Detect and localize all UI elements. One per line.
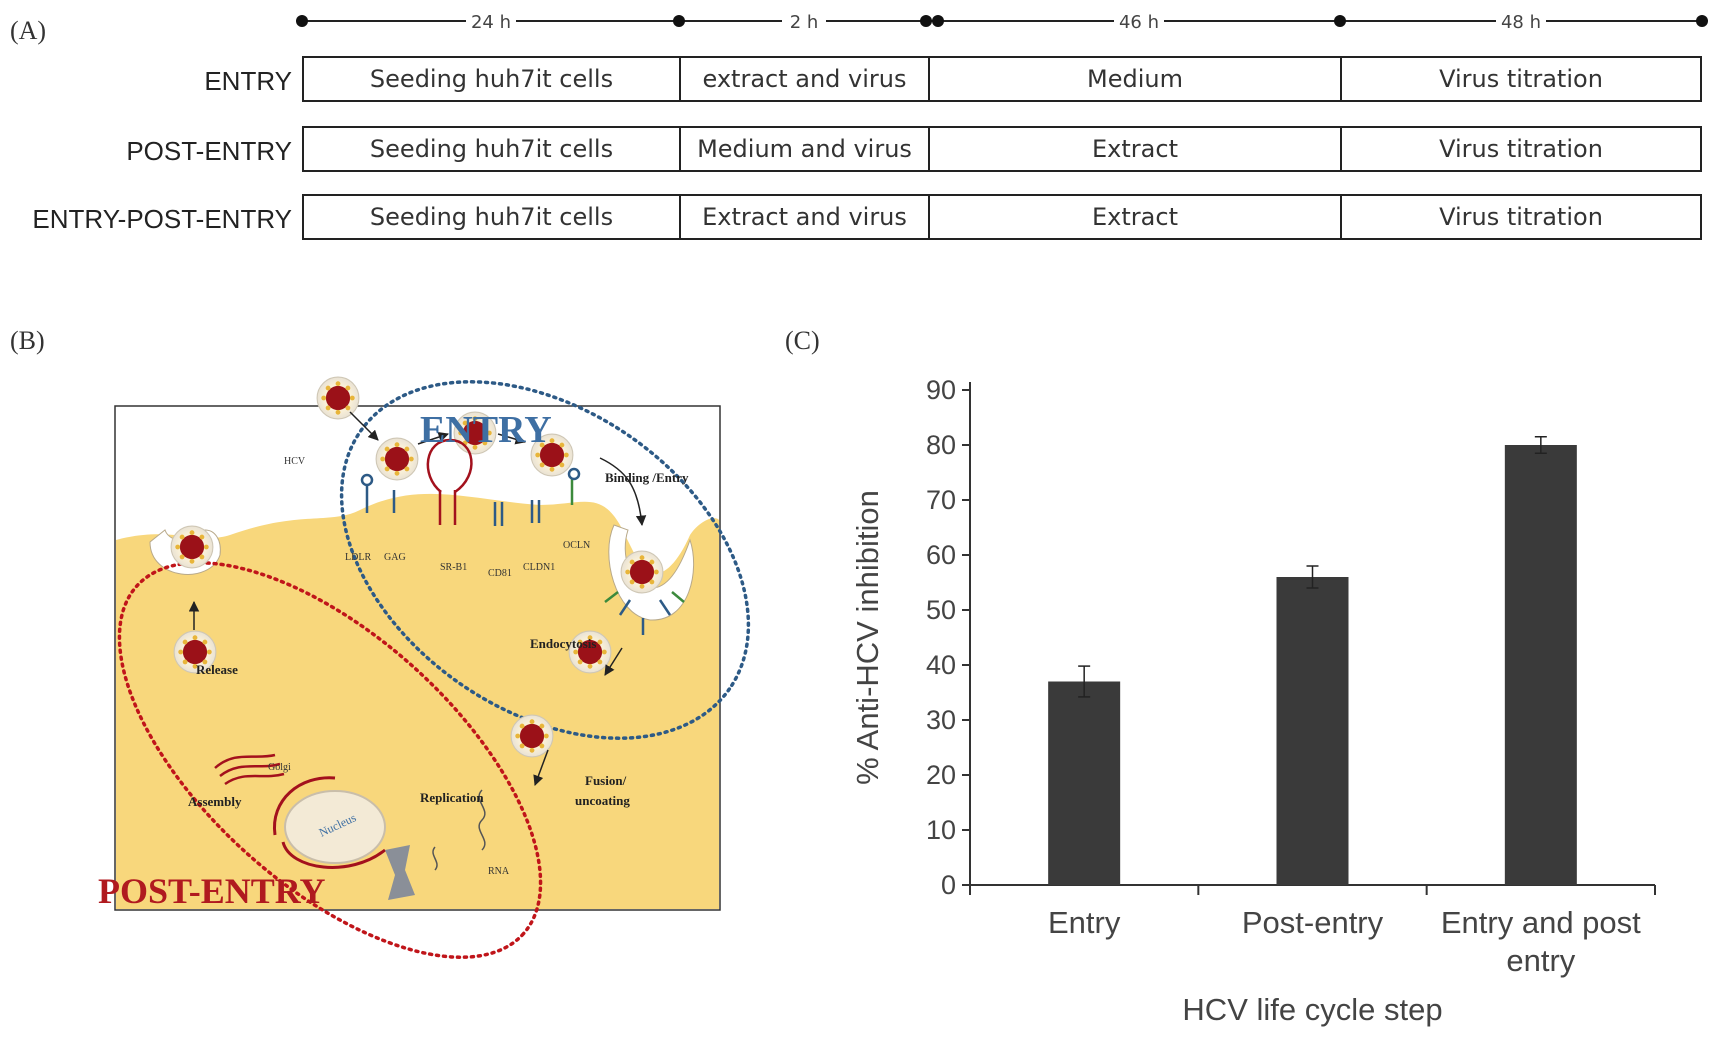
duration-label: 46 h	[1119, 12, 1159, 33]
timeline-point	[932, 15, 944, 27]
label-rna: RNA	[488, 866, 510, 877]
timeline-point	[1696, 15, 1708, 27]
timeline-point	[296, 15, 308, 27]
step-cell: Extract	[930, 196, 1342, 238]
y-tick-label: 10	[926, 815, 956, 845]
y-tick-label: 40	[926, 650, 956, 680]
duration-label: 24 h	[471, 12, 511, 33]
entry-region-outline	[339, 380, 751, 740]
bar	[1048, 681, 1121, 885]
virus-particle	[510, 714, 554, 758]
post-entry-title: POST-ENTRY	[98, 871, 326, 911]
step-cell: Extract and virus	[681, 196, 930, 238]
step-cell: extract and virus	[681, 58, 930, 100]
step-cell: Virus titration	[1439, 65, 1603, 93]
step-cell: Virus titration	[1439, 135, 1603, 163]
label-assembly: Assembly	[188, 794, 242, 809]
entry-title: ENTRY	[420, 409, 552, 451]
label-release: Release	[196, 662, 238, 677]
y-tick-label: 50	[926, 595, 956, 625]
y-axis-title: % Anti-HCV inhibition	[850, 490, 885, 785]
label-uncoating: uncoating	[575, 793, 630, 808]
rna-icon	[478, 789, 486, 851]
panel-b-label: (B)	[10, 326, 45, 355]
bar	[1504, 445, 1577, 885]
step-cell: Medium and virus	[681, 128, 930, 170]
label-binding: Binding /Entry	[605, 470, 689, 485]
virus-particle	[316, 376, 360, 420]
row-label-entry: ENTRY	[204, 66, 292, 96]
timeline-point	[1334, 15, 1346, 27]
label-fusion: Fusion/	[585, 773, 627, 788]
step-cell: Seeding huh7it cells	[304, 58, 681, 100]
step-cell: Seeding huh7it cells	[304, 196, 681, 238]
x-category-label: Entry	[1048, 905, 1121, 940]
label-cd81: CD81	[488, 568, 512, 579]
step-cell: Seeding huh7it cells	[304, 128, 681, 170]
panel-a-label: (A)	[10, 16, 47, 45]
step-cell: Medium	[930, 58, 1342, 100]
row-label-post-entry: POST-ENTRY	[126, 136, 292, 166]
y-tick-label: 20	[926, 760, 956, 790]
x-category-label: Post-entry	[1242, 905, 1384, 940]
x-axis-title: HCV life cycle step	[1182, 992, 1442, 1027]
y-tick-label: 70	[926, 485, 956, 515]
label-hcv: HCV	[284, 456, 306, 467]
protocol-row-post-entry: Seeding huh7it cells Medium and virus Ex…	[302, 126, 1702, 172]
label-endocytosis: Endocytosis	[530, 636, 597, 651]
step-cell: Extract	[930, 128, 1342, 170]
label-gag: GAG	[384, 552, 406, 563]
y-tick-label: 80	[926, 430, 956, 460]
virus-particle	[170, 525, 214, 569]
er-icon	[385, 845, 415, 900]
timeline: 24 h 2 h 46 h 48 h	[296, 11, 1708, 33]
cell-body	[116, 493, 719, 909]
row-label-entry-post-entry: ENTRY-POST-ENTRY	[32, 204, 292, 234]
label-srb1: SR-B1	[440, 562, 468, 573]
protocol-row-entry-post-entry: Seeding huh7it cells Extract and virus E…	[302, 194, 1702, 240]
nucleus-icon	[284, 790, 386, 864]
y-tick-label: 30	[926, 705, 956, 735]
timeline-point	[673, 15, 685, 27]
protocol-row-entry: Seeding huh7it cells extract and virus M…	[302, 56, 1702, 102]
label-golgi: Golgi	[268, 762, 291, 773]
virus-particle	[620, 550, 664, 594]
golgi-icon	[214, 753, 285, 786]
post-entry-region-outline	[117, 561, 543, 959]
duration-label: 2 h	[790, 12, 819, 33]
bar	[1276, 577, 1349, 885]
duration-label: 48 h	[1501, 12, 1541, 33]
label-replication: Replication	[420, 790, 484, 805]
label-ldlr: LDLR	[345, 552, 372, 563]
virus-particle	[375, 437, 419, 481]
timeline-point	[920, 15, 932, 27]
y-tick-label: 60	[926, 540, 956, 570]
label-ocln: OCLN	[563, 540, 591, 551]
panel-c-label: (C)	[785, 326, 820, 355]
hcv-lifecycle-diagram	[114, 376, 751, 959]
y-tick-label: 0	[941, 870, 956, 900]
receptors	[360, 438, 685, 635]
label-cldn1: CLDN1	[523, 562, 556, 573]
step-cell: Virus titration	[1439, 203, 1603, 231]
y-tick-label: 90	[926, 375, 956, 405]
